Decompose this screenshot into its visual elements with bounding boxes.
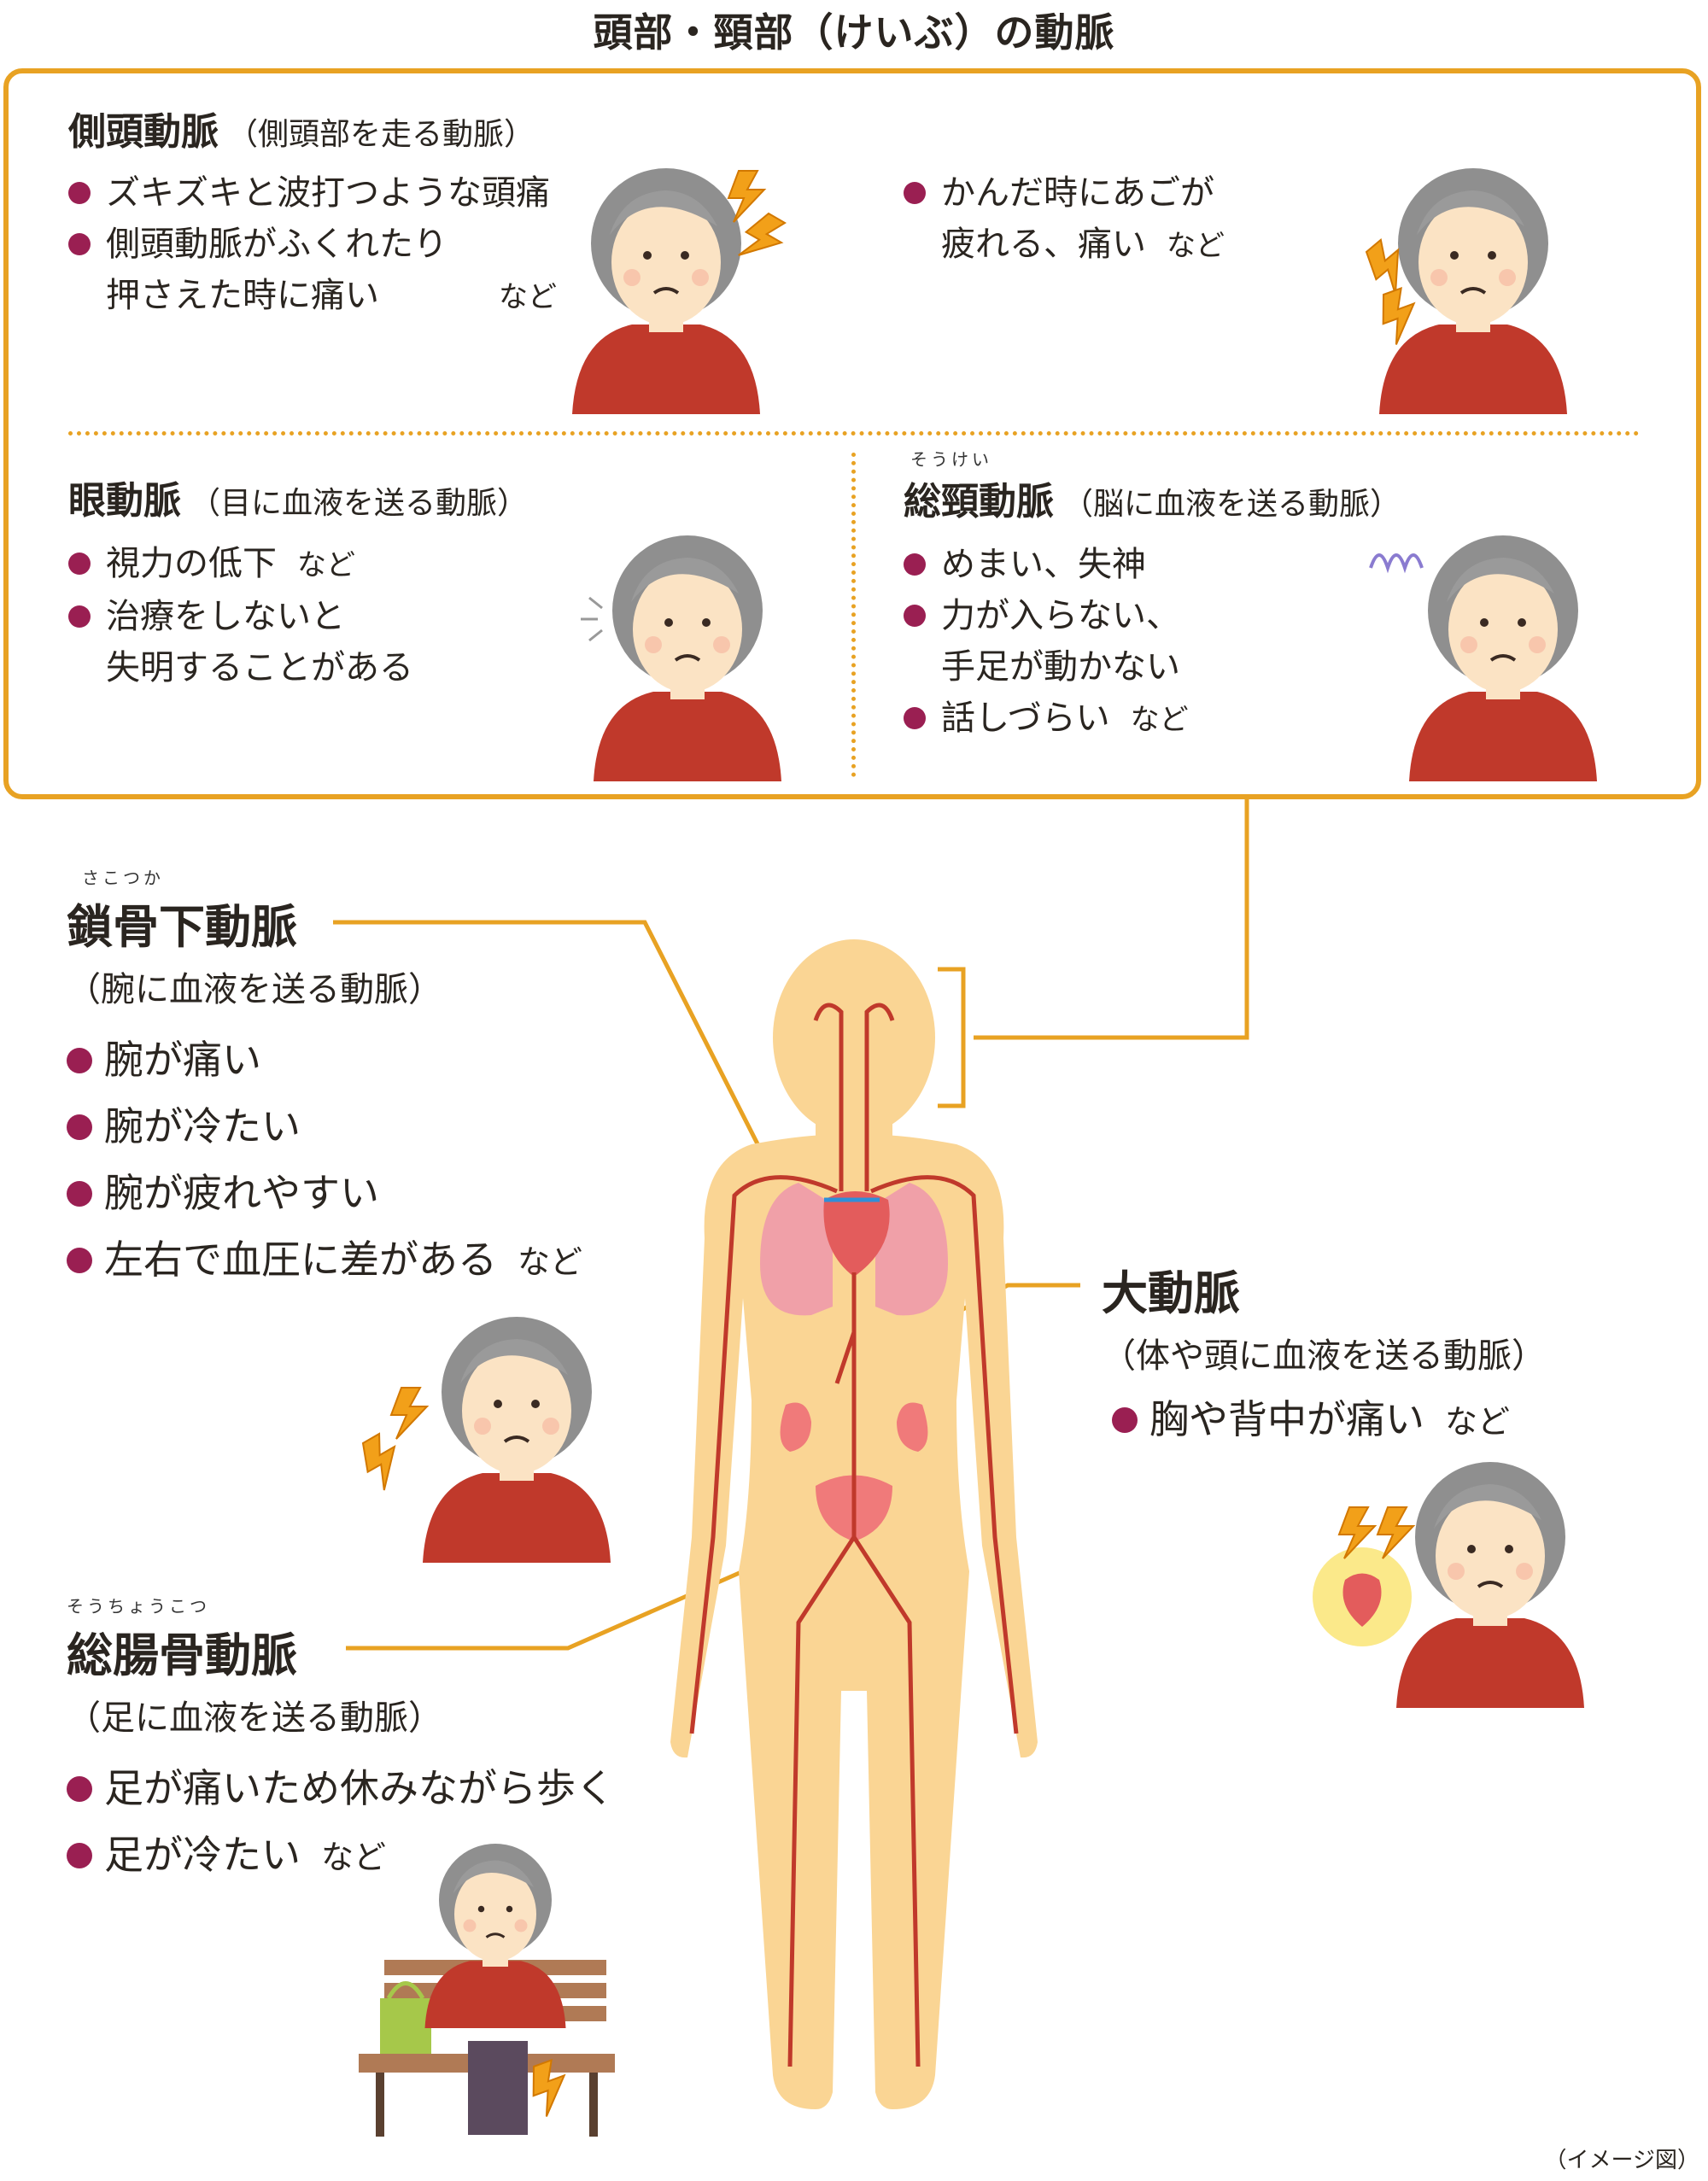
carotid-ruby: そうけい	[910, 449, 992, 470]
image-note: （イメージ図）	[1544, 2148, 1699, 2173]
body-silhouette	[670, 939, 1038, 2109]
subclavian-artery-section: さこつか 鎖骨下動脈 （腕に血液を送る動脈） 腕が痛い 腕が冷たい 腕が疲れやす…	[67, 864, 582, 1295]
list-item: かんだ時にあごが	[904, 167, 1225, 219]
carotid-title: 総頸動脈（脳に血液を送る動脈）	[904, 480, 1401, 523]
list-item: 失明することがある	[106, 648, 413, 687]
dotted-divider-vertical	[851, 453, 856, 777]
list-item: 視力の低下など	[68, 538, 528, 591]
ophthalmic-artery-section: 眼動脈（目に血液を送る動脈） 視力の低下など 治療をしないと 失明することがある	[68, 470, 528, 693]
temporal-title: 側頭動脈（側頭部を走る動脈）	[68, 110, 535, 154]
iliac-subtitle: （足に血液を送る動脈）	[67, 1699, 442, 1738]
list-item: 押さえた時に痛いなど	[106, 276, 557, 315]
ophthalmic-title: 眼動脈（目に血液を送る動脈）	[68, 479, 529, 523]
ophthalmic-symptoms: 視力の低下など 治療をしないと 失明することがある	[68, 538, 528, 693]
iliac-symptoms: 足が痛いため休みながら歩く 足が冷たいなど	[67, 1755, 615, 1891]
jaw-symptoms: かんだ時にあごが 疲れる、痛いなど	[904, 167, 1225, 272]
arteries	[689, 1003, 1019, 2067]
carotid-symptoms: めまい、失神 力が入らない、 手足が動かない 話しづらいなど	[904, 539, 1401, 746]
subclavian-subtitle: （腕に血液を送る動脈）	[67, 970, 442, 1009]
list-item: 疲れる、痛いなど	[941, 225, 1225, 264]
subclavian-ruby: さこつか	[82, 868, 164, 888]
shoulder-woman	[423, 1315, 611, 1563]
list-item: 腕が疲れやすい	[67, 1160, 582, 1226]
page-title: 頭部・頸部（けいぶ）の動脈	[593, 9, 1115, 56]
dotted-divider-horizontal	[68, 431, 1640, 436]
list-item: 足が痛いため休みながら歩く	[67, 1755, 615, 1821]
aorta-title: 大動脈	[1102, 1266, 1240, 1320]
organs	[760, 1183, 948, 1541]
list-item: 腕が冷たい	[67, 1093, 582, 1160]
temporal-symptoms: ズキズキと波打つような頭痛 側頭動脈がふくれたり 押さえた時に痛いなど	[68, 167, 557, 323]
temporal-artery-section: 側頭動脈（側頭部を走る動脈） ズキズキと波打つような頭痛 側頭動脈がふくれたり …	[68, 101, 557, 323]
list-item: 話しづらいなど	[904, 693, 1401, 746]
jaw-symptom-section: かんだ時にあごが 疲れる、痛いなど	[904, 167, 1225, 272]
list-item: 足が冷たいなど	[67, 1821, 615, 1891]
chest-woman	[1396, 1460, 1584, 1708]
aorta-symptoms: 胸や背中が痛いなど	[1112, 1386, 1546, 1455]
list-item: 腕が痛い	[67, 1026, 582, 1093]
list-item: 手足が動かない	[941, 647, 1180, 687]
list-item: ズキズキと波打つような頭痛	[68, 167, 557, 219]
list-item: 力が入らない、	[904, 590, 1401, 641]
aorta-subtitle: （体や頭に血液を送る動脈）	[1102, 1336, 1546, 1376]
list-item: 側頭動脈がふくれたり	[68, 219, 557, 270]
carotid-artery-section: そうけい 総頸動脈（脳に血液を送る動脈） めまい、失神 力が入らない、 手足が動…	[904, 446, 1401, 746]
list-item: 左右で血圧に差があるなど	[67, 1226, 582, 1295]
iliac-artery-section: そうちょうこつ 総腸骨動脈 （足に血液を送る動脈） 足が痛いため休みながら歩く …	[67, 1593, 615, 1891]
aorta-section: 大動脈 （体や頭に血液を送る動脈） 胸や背中が痛いなど	[1102, 1255, 1546, 1455]
list-item: 胸や背中が痛いなど	[1112, 1386, 1546, 1455]
list-item: 治療をしないと	[68, 591, 528, 642]
head-neck-panel	[3, 68, 1701, 799]
iliac-title: 総腸骨動脈	[67, 1628, 297, 1682]
list-item: めまい、失神	[904, 539, 1401, 590]
iliac-ruby: そうちょうこつ	[67, 1596, 210, 1617]
subclavian-symptoms: 腕が痛い 腕が冷たい 腕が疲れやすい 左右で血圧に差があるなど	[67, 1026, 582, 1295]
subclavian-title: 鎖骨下動脈	[67, 900, 297, 954]
